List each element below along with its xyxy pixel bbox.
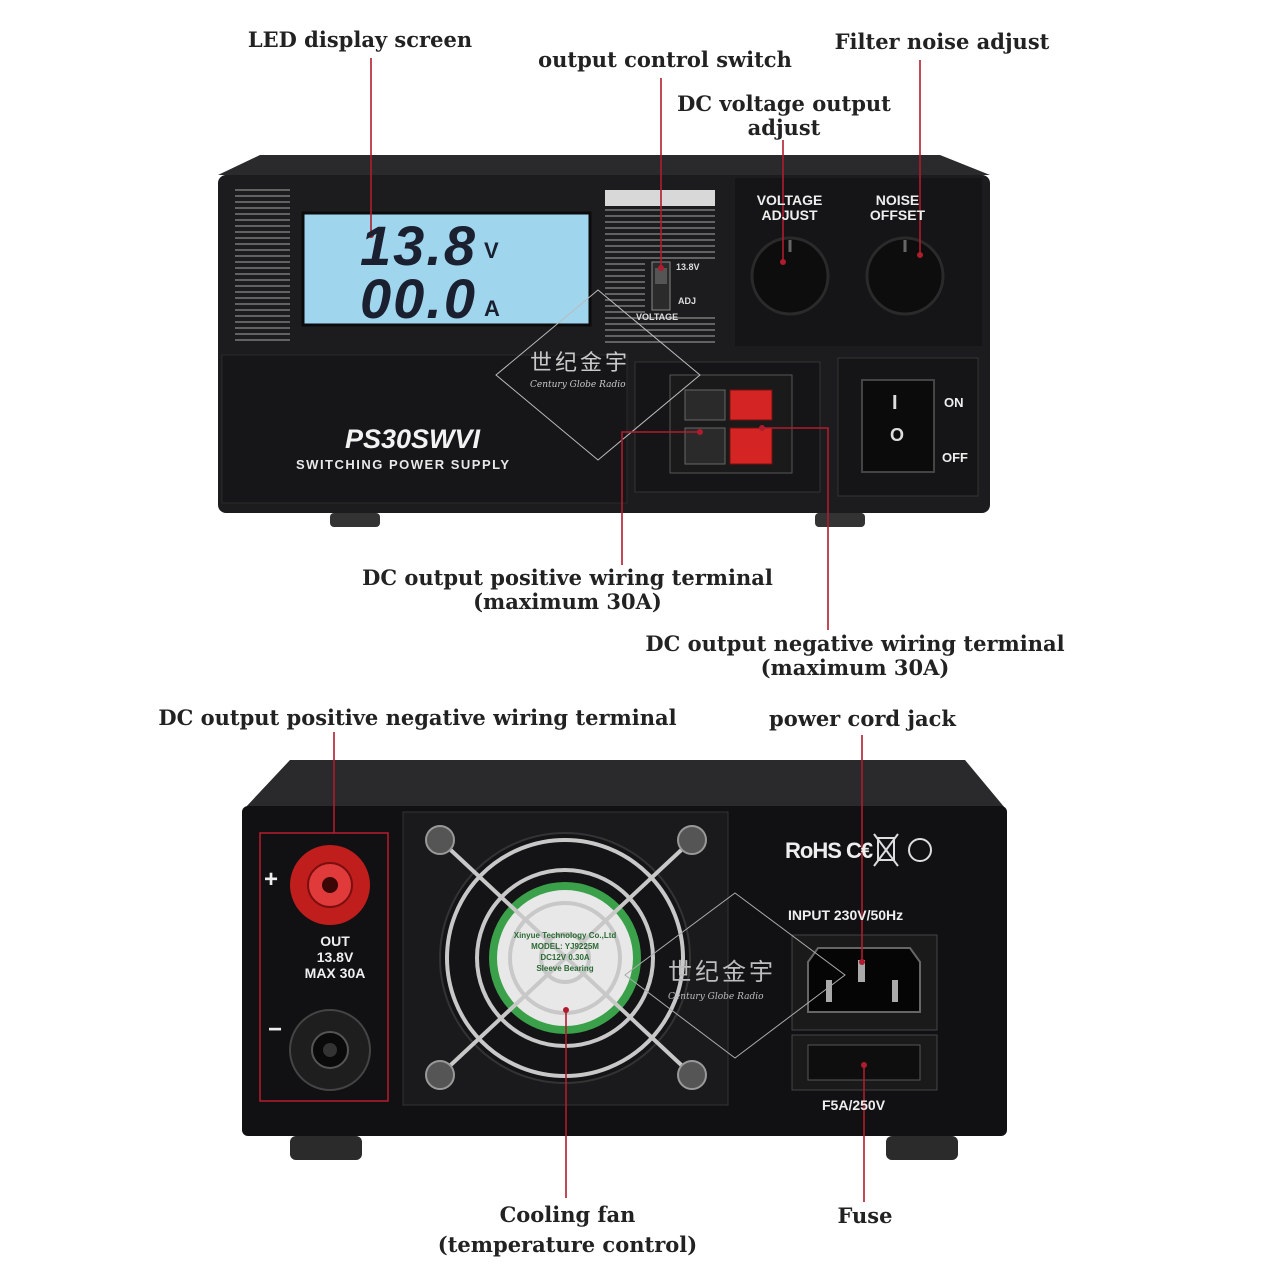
black-binding-post-hole [323,1043,337,1057]
rear-callout-dots [563,959,867,1068]
certification-marks: RoHS C€ [785,838,873,863]
jack-pin-live [826,980,832,1002]
callout-negative-terminal: DC output negative wiring terminal (maxi… [630,632,1080,680]
fan-sticker-line1: Xinyue Technology Co.,Ltd [513,931,617,940]
terminal-spec-line1: OUT [320,933,350,949]
watermark-diamond-rear [624,892,846,1059]
front-callout-dots [368,232,923,435]
terminal-spec-line2: 13.8V [316,949,354,965]
power-switch-on-label: ON [944,395,964,410]
fuse-rating-label: F5A/250V [822,1097,886,1113]
callout-positive-terminal-line1: DC output positive wiring terminal [362,565,773,590]
red-binding-post-hole [322,877,338,893]
callout-positive-terminal: DC output positive wiring terminal (maxi… [340,566,795,614]
watermark-chinese-front: 世纪金宇 [530,351,631,376]
weee-icon [873,833,899,867]
positive-terminal-lower [729,427,773,465]
terminal-plus-sign: + [264,866,279,893]
recycle-icon [908,838,932,862]
callout-filter-noise-adjust: Filter noise adjust [834,29,1050,54]
switch-toggle [655,268,667,284]
fan-sticker-line2: MODEL: YJ9225M [531,942,599,951]
switch-label-voltage: VOLTAGE [636,312,679,322]
voltage-adjust-knob [750,236,830,316]
callout-led-display: LED display screen [247,27,473,52]
lcd-current-unit: A [484,296,500,321]
callout-dc-voltage-adjust-line2: adjust [747,115,821,140]
callout-dc-voltage-adjust: DC voltage output adjust [665,92,903,140]
watermark-diamond-front [495,289,701,461]
negative-terminal-lower [684,427,726,465]
callout-cooling-fan: Cooling fan (temperature control) [420,1200,715,1260]
fan-sticker-line4: Sleeve Bearing [536,964,594,973]
jack-pin-earth [858,960,865,982]
power-switch-off-label: OFF [942,450,968,465]
callout-dc-voltage-adjust-line1: DC voltage output [677,91,891,116]
fan-sticker-line3: DC12V 0.30A [540,953,590,962]
rear-case-top [245,760,1005,808]
callout-positive-terminal-line2: (maximum 30A) [473,589,662,614]
fan-hub-ring [489,882,641,1034]
lcd-display [301,211,592,327]
terminal-highlight-frame [259,832,389,1102]
lower-front-panel [221,354,628,504]
terminal-spec-line3: MAX 30A [304,965,366,981]
noise-offset-label: NOISE OFFSET [850,193,945,223]
callout-fuse: Fuse [837,1203,893,1228]
watermark-english-rear: Century Globe Radio [668,992,764,1002]
negative-terminal-upper [684,389,726,421]
lcd-voltage-unit: V [484,238,499,263]
callout-power-cord-jack: power cord jack [769,706,956,731]
power-switch-on-glyph: I [892,392,898,414]
callout-negative-terminal-line2: (maximum 30A) [760,655,950,680]
rear-foot-left [290,1136,362,1160]
input-rating-label: INPUT 230V/50Hz [788,907,904,923]
noise-offset-label-line2: OFFSET [869,207,926,223]
watermark-chinese-rear: 世纪金宇 [668,958,776,986]
fan-screws [425,825,707,1090]
front-case-top [218,155,990,175]
vent-nameplate [605,190,715,206]
terminal-spec-label: OUT 13.8V MAX 30A [280,933,390,981]
power-switch [861,379,935,473]
callout-output-control-switch: output control switch [538,47,792,72]
callout-cooling-fan-line1: Cooling fan [499,1202,636,1227]
model-name: PS30SWVI [345,424,481,454]
power-switch-off-glyph: O [890,425,905,445]
noise-offset-knob [865,236,945,316]
rear-callout-lines [333,732,865,1202]
callout-dc-terminal: DC output positive negative wiring termi… [158,705,677,730]
front-foot-left [330,513,380,527]
voltage-adjust-label: VOLTAGE ADJUST [742,193,837,223]
jack-pin-neutral [892,980,898,1002]
fan-grille [438,838,694,1078]
terminal-minus-sign: − [268,1016,283,1043]
model-subtitle: SWITCHING POWER SUPPLY [296,457,511,472]
watermark-english-front: Century Globe Radio [530,380,626,390]
front-callout-lines [370,58,921,630]
left-vent-grille [235,189,290,341]
positive-terminal-upper [729,389,773,421]
rear-foot-right [886,1136,958,1160]
callout-negative-terminal-line1: DC output negative wiring terminal [645,631,1065,656]
callout-cooling-fan-line2: (temperature control) [437,1232,698,1257]
lcd-current-readout: 00.0 [360,267,477,330]
switch-label-13-8v: 13.8V [676,262,700,272]
lcd-voltage-readout: 13.8 [360,214,477,277]
voltage-adjust-label-line2: ADJUST [761,207,818,223]
noise-offset-label-line1: NOISE [875,192,920,208]
voltage-adjust-label-line1: VOLTAGE [756,192,823,208]
fan-sticker-text: Xinyue Technology Co.,Ltd MODEL: YJ9225M… [505,930,625,974]
switch-label-adj: ADJ [678,296,697,306]
